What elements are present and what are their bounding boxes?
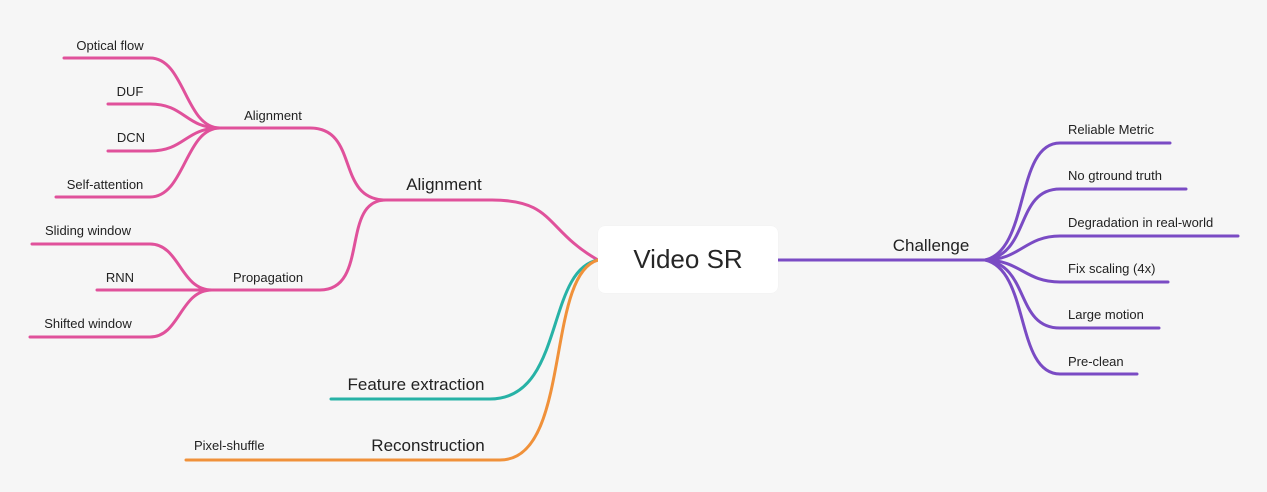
- reconstruction-connectors: [184, 258, 600, 462]
- connector-shifted-window: [28, 288, 214, 339]
- node-challenge[interactable]: Challenge: [892, 236, 970, 255]
- connector-no-ground-truth: [983, 187, 1188, 262]
- leaf-rnn[interactable]: RNN: [105, 270, 135, 285]
- connector-alignment-propagation: [210, 198, 388, 292]
- leaf-self-attention[interactable]: Self-attention: [66, 177, 144, 192]
- node-alignment[interactable]: Alignment: [406, 175, 482, 194]
- node-feature-extraction[interactable]: Feature extraction: [347, 375, 485, 394]
- leaf-no-ground-truth[interactable]: No gtround truth: [1068, 168, 1162, 183]
- connector-root-feature-extraction: [329, 258, 600, 401]
- leaf-shifted-window[interactable]: Shifted window: [44, 316, 132, 331]
- connector-pre-clean: [983, 258, 1139, 376]
- root-node-label: Video SR: [633, 244, 743, 274]
- node-alignment-sub[interactable]: Alignment: [244, 108, 302, 123]
- leaf-degradation-real-world[interactable]: Degradation in real-world: [1068, 215, 1214, 230]
- connector-fix-scaling: [983, 258, 1170, 284]
- root-node-video-sr[interactable]: Video SR: [598, 226, 778, 293]
- leaf-large-motion[interactable]: Large motion: [1068, 307, 1144, 322]
- connector-large-motion: [983, 258, 1161, 330]
- leaf-optical-flow[interactable]: Optical flow: [76, 38, 144, 53]
- leaf-sliding-window[interactable]: Sliding window: [45, 223, 131, 238]
- connector-self-attention: [54, 126, 222, 199]
- connector-root-alignment: [384, 198, 600, 262]
- leaf-duf[interactable]: DUF: [116, 84, 144, 99]
- leaf-fix-scaling[interactable]: Fix scaling (4x): [1068, 261, 1156, 276]
- leaf-reliable-metric[interactable]: Reliable Metric: [1068, 122, 1154, 137]
- connector-degradation: [983, 234, 1240, 262]
- connector-root-reconstruction: [353, 258, 600, 462]
- connector-duf: [106, 102, 222, 130]
- connector-optical-flow: [62, 56, 222, 130]
- node-propagation[interactable]: Propagation: [232, 270, 304, 285]
- challenge-connectors: [776, 141, 1240, 376]
- connector-alignment-sub-alignment: [218, 126, 388, 202]
- leaf-dcn[interactable]: DCN: [116, 130, 146, 145]
- alignment-connectors: [28, 56, 600, 339]
- node-reconstruction[interactable]: Reconstruction: [371, 436, 485, 455]
- leaf-pixel-shuffle[interactable]: Pixel-shuffle: [194, 438, 265, 453]
- leaf-pre-clean[interactable]: Pre-clean: [1068, 354, 1124, 369]
- connector-reliable-metric: [983, 141, 1172, 262]
- connector-sliding-window: [30, 242, 214, 292]
